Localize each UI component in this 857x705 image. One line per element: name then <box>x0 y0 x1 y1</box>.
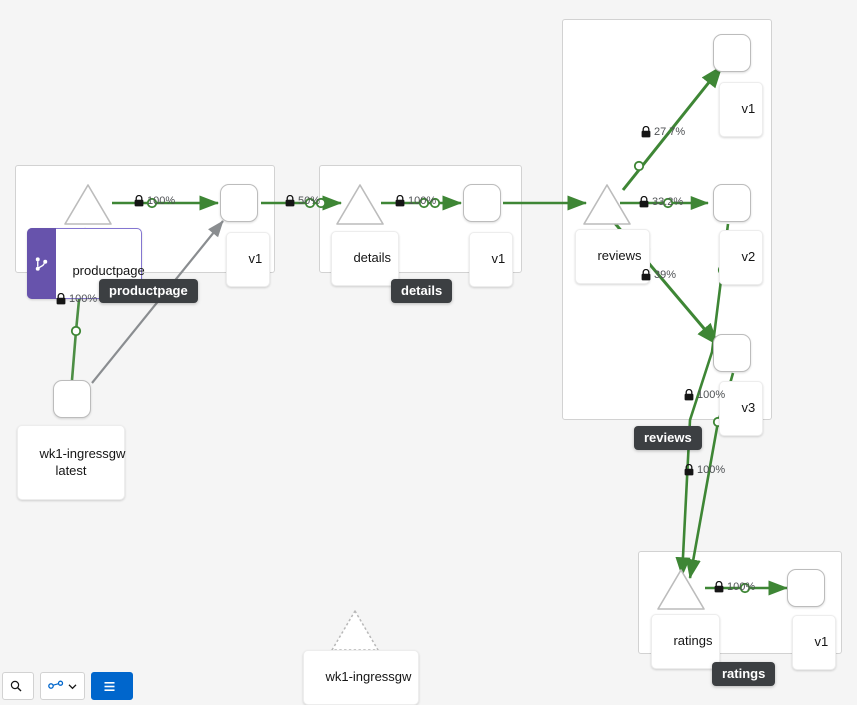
edge-percent: 100% <box>69 293 98 305</box>
edge-label-reviews-v3-inner: 100% <box>684 389 725 401</box>
node-ingressgw-workload[interactable] <box>53 380 91 418</box>
node-reviews-v1[interactable] <box>713 34 751 72</box>
node-label-text: v1 <box>741 101 756 116</box>
mtls-lock-icon <box>56 293 66 305</box>
node-reviews-v3[interactable] <box>713 334 751 372</box>
group-label-details[interactable]: details <box>391 279 453 303</box>
edge-percent: 39% <box>654 269 677 281</box>
edge-label-reviews-v3-to-ratings: 100% <box>684 464 725 476</box>
node-label-reviews-v3[interactable]: v3 <box>719 381 764 436</box>
node-productpage-v1[interactable] <box>220 184 258 222</box>
node-reviews-v2[interactable] <box>713 184 751 222</box>
node-label-text: reviews <box>597 248 642 263</box>
mtls-lock-icon <box>395 195 405 207</box>
edge-label-reviews-service-to-v1: 27.7% <box>641 126 685 138</box>
node-label-text: productpage <box>72 263 145 278</box>
node-label-ratings-v1[interactable]: v1 <box>792 615 837 670</box>
edge-percent: 100% <box>408 195 437 207</box>
node-label-text: details <box>353 250 392 265</box>
mtls-lock-icon <box>134 195 144 207</box>
service-triangle-icon <box>581 182 633 228</box>
group-label-ratings[interactable]: ratings <box>712 662 776 686</box>
node-ratings-v1[interactable] <box>787 569 825 607</box>
node-label-text: wk1-ingressgw <box>325 669 412 684</box>
node-label-ingressgw-workload[interactable]: wk1-ingressgw latest <box>17 425 125 500</box>
mtls-lock-icon <box>714 581 724 593</box>
node-label-text: v1 <box>248 251 263 266</box>
chevron-down-icon <box>68 683 77 689</box>
edge-percent: 100% <box>697 389 726 401</box>
node-label-details-v1[interactable]: v1 <box>469 232 514 287</box>
edge-label-productpage-service-to-v1: 100% <box>134 195 175 207</box>
edge-percent: 50% <box>298 195 321 207</box>
edge-label-gw-to-productpage-service: 100% <box>56 293 97 305</box>
edge-label-details-service-to-v1: 100% <box>395 195 436 207</box>
edge-label-productpage-v1-to-details: 50% <box>285 195 320 207</box>
group-label-text: ratings <box>722 666 766 681</box>
group-label-reviews[interactable]: reviews <box>634 426 702 450</box>
node-label-ingressgw-service[interactable]: wk1-ingressgw <box>303 650 420 705</box>
service-triangle-icon <box>329 608 381 654</box>
mtls-lock-icon <box>641 269 651 281</box>
node-label-text: ratings <box>673 633 713 648</box>
service-triangle-icon <box>655 567 707 613</box>
edge-percent: 33.2% <box>652 196 684 208</box>
edge-percent: 100% <box>697 464 726 476</box>
edge-percent: 27.7% <box>654 126 686 138</box>
mtls-lock-icon <box>639 196 649 208</box>
node-label-reviews-v2[interactable]: v2 <box>719 230 764 285</box>
virtual-service-icon <box>27 228 56 299</box>
node-label-text: v1 <box>491 251 506 266</box>
node-label-productpage-v1[interactable]: v1 <box>226 232 271 287</box>
group-label-text: productpage <box>109 283 188 298</box>
node-label-reviews-service[interactable]: reviews <box>575 229 650 284</box>
node-details-v1[interactable] <box>463 184 501 222</box>
service-triangle-icon <box>62 182 114 228</box>
zoom-icon <box>10 680 22 692</box>
mtls-lock-icon <box>641 126 651 138</box>
graph-layout-icon <box>48 680 64 689</box>
edge-percent: 100% <box>147 195 176 207</box>
group-label-productpage[interactable]: productpage <box>99 279 198 303</box>
node-label-productpage-service[interactable]: productpage <box>27 228 145 299</box>
node-label-text: v2 <box>741 249 756 264</box>
mtls-lock-icon <box>684 389 694 401</box>
node-label-reviews-v1[interactable]: v1 <box>719 82 764 137</box>
legend-button[interactable] <box>91 672 133 700</box>
zoom-control[interactable] <box>2 672 34 700</box>
layout-control[interactable] <box>40 672 85 700</box>
node-label-text: v1 <box>814 634 829 649</box>
legend-icon <box>104 681 115 691</box>
edge-label-reviews-service-to-v2: 33.2% <box>639 196 683 208</box>
edge-label-ratings-service-to-v1: 100% <box>714 581 755 593</box>
mtls-lock-icon <box>684 464 694 476</box>
node-label-details-service[interactable]: details <box>331 231 400 286</box>
service-triangle-icon <box>334 182 386 228</box>
node-label-text: v3 <box>741 400 756 415</box>
group-label-text: details <box>401 283 443 298</box>
edge-label-reviews-service-to-v3: 39% <box>641 269 676 281</box>
mtls-lock-icon <box>285 195 295 207</box>
bottom-toolbar[interactable] <box>0 672 133 700</box>
node-label-ratings-service[interactable]: ratings <box>651 614 721 669</box>
group-label-text: reviews <box>644 430 692 445</box>
edge-percent: 100% <box>727 581 756 593</box>
node-label-text: wk1-ingressgw latest <box>39 446 126 478</box>
